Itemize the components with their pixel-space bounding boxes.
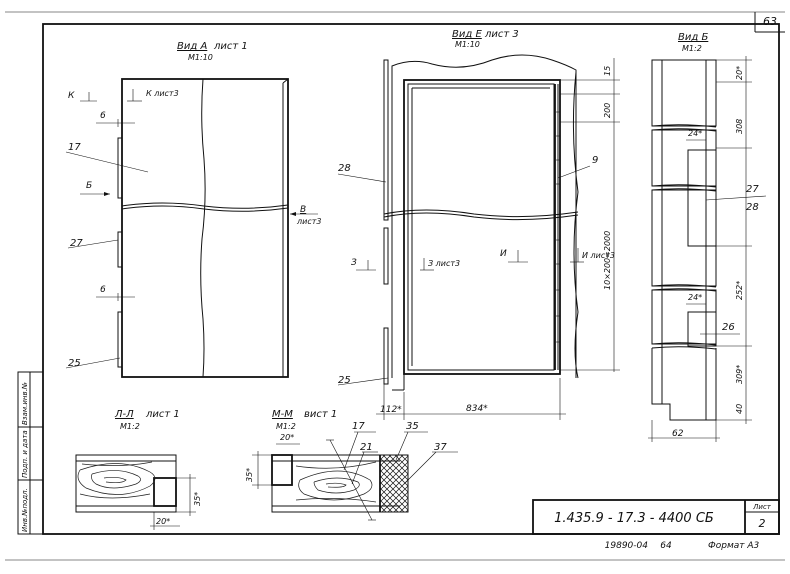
svg-text:М1:10: М1:10 [188, 53, 213, 62]
svg-text:62: 62 [672, 429, 684, 439]
svg-text:21: 21 [360, 442, 373, 453]
section-m-m: М-М вист 1 М1:2 20* 35* 17 21 35 3 [245, 409, 458, 521]
view-b: Вид Б М1:2 20* 308 24* 252* 24* 309 [648, 32, 767, 442]
sheet-format: Формат А3 [708, 541, 760, 551]
svg-text:28: 28 [746, 202, 759, 213]
svg-text:9: 9 [592, 155, 598, 166]
svg-text:В: В [300, 205, 306, 215]
svg-text:лист 1: лист 1 [145, 409, 180, 420]
sheet-number: 2 [759, 517, 766, 530]
svg-text:35*: 35* [193, 492, 202, 506]
svg-text:25: 25 [68, 358, 81, 369]
svg-text:6: 6 [100, 111, 106, 121]
view-e-title: Вид Е [452, 29, 482, 40]
svg-text:200: 200 [603, 103, 612, 118]
svg-text:З лист3: З лист3 [428, 259, 460, 268]
section-l-l: Л-Л лист 1 М1:2 35* 20* [75, 409, 202, 530]
svg-text:26: 26 [722, 322, 735, 333]
side-stamp [17, 371, 44, 535]
stamp-replace-inv: Взам.инв.№ [21, 382, 29, 425]
svg-text:И лист3: И лист3 [582, 251, 615, 260]
svg-text:15: 15 [603, 66, 612, 76]
drawing-designation: 1.435.9 - 17.3 - 4400 СБ [554, 511, 714, 526]
svg-text:З: З [351, 258, 357, 268]
section-mm-title: М-М [272, 409, 293, 420]
svg-text:17: 17 [352, 421, 365, 432]
svg-text:лист 3: лист 3 [484, 29, 519, 40]
svg-text:27: 27 [746, 184, 759, 195]
sheet-frame [5, 11, 785, 561]
archive-page: 64 [660, 541, 672, 551]
svg-text:20*: 20* [280, 433, 294, 442]
view-a: Вид А лист 1 М1:10 К К лист3 6 Б 6 [65, 41, 321, 378]
view-b-title: Вид Б [678, 32, 708, 43]
svg-text:М1:10: М1:10 [455, 40, 480, 49]
svg-text:28: 28 [338, 163, 351, 174]
view-a-title: Вид А [177, 41, 207, 52]
svg-text:лист 1: лист 1 [213, 41, 248, 52]
svg-text:лист3: лист3 [296, 217, 321, 226]
svg-text:17: 17 [68, 142, 81, 153]
section-ll-title: Л-Л [114, 409, 134, 420]
svg-text:252*: 252* [735, 281, 744, 300]
svg-text:112*: 112* [380, 405, 402, 415]
title-block [532, 499, 780, 535]
svg-text:М1:2: М1:2 [276, 422, 296, 431]
svg-text:6: 6 [100, 285, 106, 295]
svg-text:К лист3: К лист3 [146, 89, 179, 98]
svg-text:10×200=2000: 10×200=2000 [603, 231, 612, 290]
svg-text:35: 35 [406, 421, 419, 432]
svg-text:35*: 35* [245, 468, 254, 482]
svg-text:37: 37 [434, 442, 447, 453]
stamp-sign-date: Подп. и дата [21, 430, 29, 478]
svg-text:Б: Б [86, 181, 92, 191]
svg-text:К: К [68, 91, 75, 101]
svg-text:40: 40 [735, 404, 744, 414]
svg-text:309*: 309* [735, 365, 744, 384]
svg-text:25: 25 [338, 375, 351, 386]
stamp-inv-orig: Инв.№подл. [21, 488, 29, 532]
svg-text:вист 1: вист 1 [304, 409, 337, 420]
svg-text:24*: 24* [688, 129, 702, 138]
svg-text:20*: 20* [735, 66, 744, 80]
archive-code: 19890-04 [605, 541, 649, 551]
svg-text:И: И [500, 249, 507, 259]
svg-text:24*: 24* [688, 293, 702, 302]
page-number: 63 [763, 15, 777, 28]
svg-text:20*: 20* [156, 517, 170, 526]
view-e: Вид Е лист 3 М1:10 [337, 29, 620, 420]
svg-text:308: 308 [735, 119, 744, 134]
svg-text:М1:2: М1:2 [120, 422, 140, 431]
sheet-label: Лист [752, 503, 772, 511]
svg-text:27: 27 [70, 238, 83, 249]
svg-text:М1:2: М1:2 [682, 44, 702, 53]
svg-text:834*: 834* [466, 404, 488, 414]
